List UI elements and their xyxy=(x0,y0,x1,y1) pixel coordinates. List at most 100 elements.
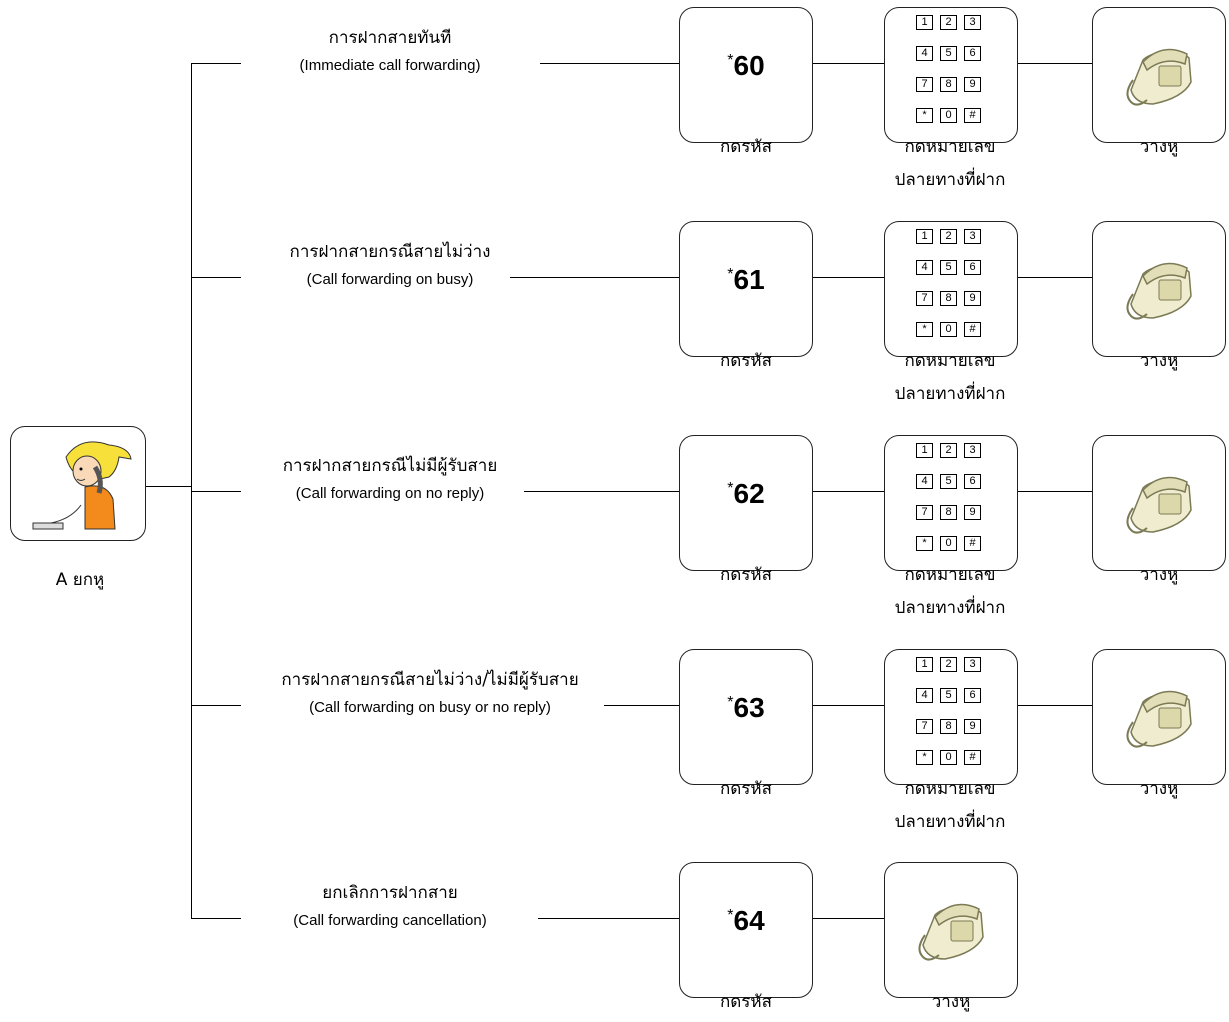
keypad-key: * xyxy=(916,322,933,337)
hang-up-caption: วางหู xyxy=(1139,565,1179,585)
keypad-key: 5 xyxy=(940,688,957,703)
keypad-key: * xyxy=(916,536,933,551)
connector-line xyxy=(813,63,884,64)
code-box: *64 xyxy=(679,862,813,998)
keypad-key: 9 xyxy=(964,719,981,734)
option-label: การฝากสายกรณีไม่มีผู้รับสาย(Call forward… xyxy=(200,455,580,505)
code-star: * xyxy=(727,480,734,497)
dial-number-caption: กดหมายเลข xyxy=(904,565,996,585)
keypad-key: # xyxy=(964,750,981,765)
connector-line xyxy=(1018,277,1092,278)
option-label: การฝากสายกรณีสายไม่ว่าง (Call forwarding … xyxy=(200,241,580,291)
hangup-box xyxy=(1092,7,1226,143)
keypad-key: 1 xyxy=(916,229,933,244)
option-thai: ยกเลิกการฝากสาย xyxy=(322,883,458,903)
desk-phone-icon xyxy=(1123,38,1197,116)
keypad-key: 6 xyxy=(964,688,981,703)
keypad-key: 0 xyxy=(940,322,957,337)
hang-up-caption: วางหู xyxy=(931,992,971,1012)
caller-label: A ยกหู xyxy=(55,570,105,590)
keypad-key: # xyxy=(964,536,981,551)
connector-line xyxy=(813,277,884,278)
keypad-key: 1 xyxy=(916,443,933,458)
code-number: 62 xyxy=(733,478,765,509)
desk-phone-icon xyxy=(1123,252,1197,330)
keypad-key: 4 xyxy=(916,474,933,489)
hang-up-caption: วางหู xyxy=(1139,351,1179,371)
option-label: ยกเลิกการฝากสาย (Call forwarding cancella… xyxy=(200,882,580,932)
dial-code-caption: กดรหัส xyxy=(719,779,773,799)
option-thai: การฝากสายทันที xyxy=(328,28,452,48)
dial-number-caption-2: ปลายทางที่ฝาก xyxy=(894,384,1006,404)
desk-phone-icon xyxy=(1123,680,1197,758)
connector-line xyxy=(813,705,884,706)
hangup-box xyxy=(1092,649,1226,785)
code-text: *63 xyxy=(680,692,812,724)
code-star: * xyxy=(727,52,734,69)
tree-trunk xyxy=(191,63,192,918)
dial-code-caption: กดรหัส xyxy=(719,351,773,371)
code-text: *61 xyxy=(680,264,812,296)
dial-number-caption: กดหมายเลข xyxy=(904,137,996,157)
code-box: *63 xyxy=(679,649,813,785)
option-thai: การฝากสายกรณีสายไม่ว่าง xyxy=(289,242,491,262)
option-english: (Call forwarding cancellation) xyxy=(293,912,487,929)
keypad-key: 6 xyxy=(964,46,981,61)
keypad-key: 9 xyxy=(964,77,981,92)
keypad-key: 5 xyxy=(940,260,957,275)
keypad-key: 0 xyxy=(940,108,957,123)
keypad-key: 6 xyxy=(964,474,981,489)
dial-code-caption: กดรหัส xyxy=(719,992,773,1012)
connector-line xyxy=(1018,63,1092,64)
dial-number-caption-2: ปลายทางที่ฝาก xyxy=(894,812,1006,832)
option-english: (Call forwarding on busy or no reply) xyxy=(309,699,551,716)
keypad-key: 5 xyxy=(940,46,957,61)
keypad-key: 1 xyxy=(916,657,933,672)
code-star: * xyxy=(727,907,734,924)
code-number: 61 xyxy=(733,264,765,295)
keypad-key: 3 xyxy=(964,229,981,244)
keypad-key: 7 xyxy=(916,505,933,520)
code-box: *61 xyxy=(679,221,813,357)
keypad-key: 7 xyxy=(916,291,933,306)
code-text: *60 xyxy=(680,50,812,82)
option-label: การฝากสายกรณีสายไม่ว่าง/ไม่มีผู้รับสาย(C… xyxy=(240,669,620,719)
keypad-key: 6 xyxy=(964,260,981,275)
keypad-key: 9 xyxy=(964,291,981,306)
keypad-key: 9 xyxy=(964,505,981,520)
code-star: * xyxy=(727,694,734,711)
code-number: 60 xyxy=(733,50,765,81)
connector-line xyxy=(540,63,679,64)
keypad-key: 5 xyxy=(940,474,957,489)
branch-line xyxy=(191,705,241,706)
keypad-key: 8 xyxy=(940,719,957,734)
connector-line xyxy=(604,705,679,706)
code-text: *62 xyxy=(680,478,812,510)
branch-line xyxy=(191,277,241,278)
dial-number-caption-2: ปลายทางที่ฝาก xyxy=(894,170,1006,190)
keypad-key: 8 xyxy=(940,505,957,520)
desk-phone-icon xyxy=(1123,466,1197,544)
keypad-key: 2 xyxy=(940,443,957,458)
option-english: (Call forwarding on busy) xyxy=(306,271,474,288)
option-label: การฝากสายทันที(Immediate call forwarding… xyxy=(200,27,580,77)
keypad-key: # xyxy=(964,108,981,123)
code-box: *60 xyxy=(679,7,813,143)
caller-box xyxy=(10,426,146,541)
connector-line xyxy=(524,491,679,492)
keypad-key: 1 xyxy=(916,15,933,30)
hangup-box xyxy=(1092,435,1226,571)
code-text: *64 xyxy=(680,905,812,937)
keypad-key: 0 xyxy=(940,750,957,765)
option-thai: การฝากสายกรณีไม่มีผู้รับสาย xyxy=(282,456,498,476)
branch-line xyxy=(191,63,241,64)
dial-number-caption: กดหมายเลข xyxy=(904,351,996,371)
keypad-key: 3 xyxy=(964,657,981,672)
hang-up-caption: วางหู xyxy=(1139,779,1179,799)
connector-line xyxy=(813,491,884,492)
code-box: *62 xyxy=(679,435,813,571)
